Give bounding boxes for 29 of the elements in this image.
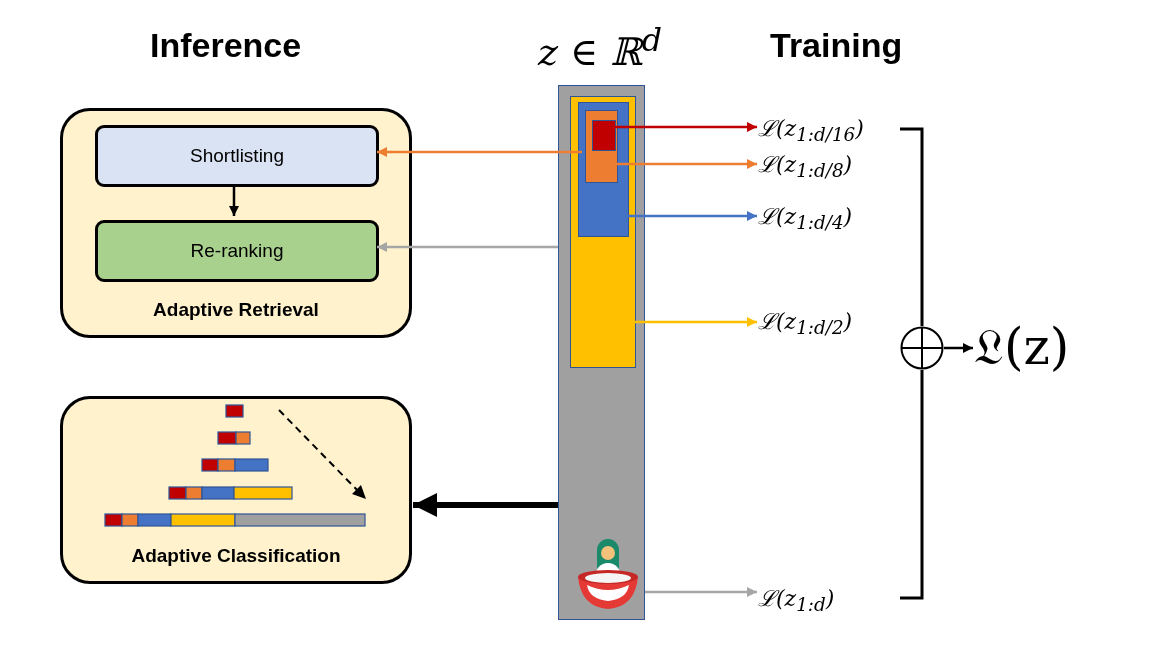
arrow	[377, 242, 558, 252]
loss-term: ℒ(z$_{1:d/8}$)	[758, 148, 908, 182]
arrow	[377, 147, 582, 157]
embedding-slice	[585, 110, 618, 183]
embedding-slice	[578, 102, 629, 237]
vector-heading: z ∈ ℝ$^{d}$	[536, 22, 664, 74]
embedding-slice	[592, 120, 616, 151]
arrow	[229, 184, 239, 216]
embedding-slice	[570, 96, 636, 368]
panel-title: Adaptive Classification	[130, 545, 342, 567]
loss-term: ℒ(z$_{1:d/16}$)	[758, 112, 908, 146]
arrow	[645, 587, 757, 597]
retrieval-panel	[60, 108, 412, 338]
arrow	[635, 317, 757, 327]
arrow	[615, 159, 757, 169]
arrow	[627, 211, 757, 221]
process-box: Re-ranking	[95, 220, 379, 282]
section-heading: Inference	[150, 26, 302, 65]
loss-term: ℒ(z$_{1:d/4}$)	[758, 200, 908, 234]
loss-term: ℒ(z$_{1:d}$)	[758, 582, 908, 616]
sum-symbol	[900, 326, 944, 370]
process-box: Shortlisting	[95, 125, 379, 187]
arrow	[413, 493, 558, 517]
loss-term: ℒ(z$_{1:d/2}$)	[758, 305, 908, 339]
total-loss: 𝔏(z)	[974, 312, 1114, 382]
arrow	[612, 122, 757, 132]
panel-title: Adaptive Retrieval	[152, 299, 320, 321]
arrow	[944, 343, 973, 353]
section-heading: Training	[770, 26, 903, 65]
